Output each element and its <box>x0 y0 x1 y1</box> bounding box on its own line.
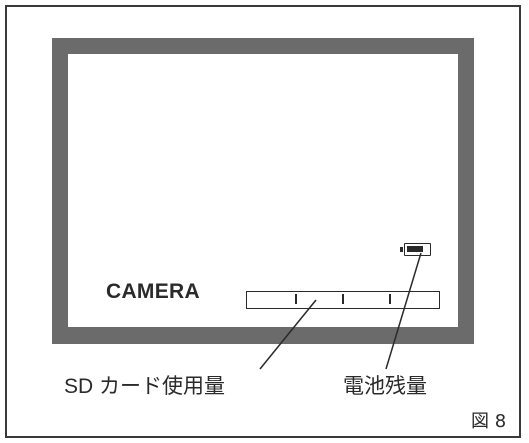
sd-usage-bar <box>246 291 440 309</box>
sd-card-usage-caption: SD カード使用量 <box>64 375 226 398</box>
camera-screen: CAMERA <box>68 54 458 327</box>
camera-screen-bezel: CAMERA <box>52 38 474 344</box>
figure-frame <box>5 5 521 438</box>
battery-level-fill <box>407 246 423 252</box>
sd-usage-tick <box>295 294 297 304</box>
sd-usage-tick <box>389 294 391 304</box>
camera-mode-label: CAMERA <box>106 280 200 303</box>
battery-tip <box>400 246 403 252</box>
battery-level-caption: 電池残量 <box>343 375 427 398</box>
figure-number: 図 8 <box>471 411 507 432</box>
sd-usage-tick <box>342 294 344 304</box>
battery-icon <box>400 243 431 256</box>
